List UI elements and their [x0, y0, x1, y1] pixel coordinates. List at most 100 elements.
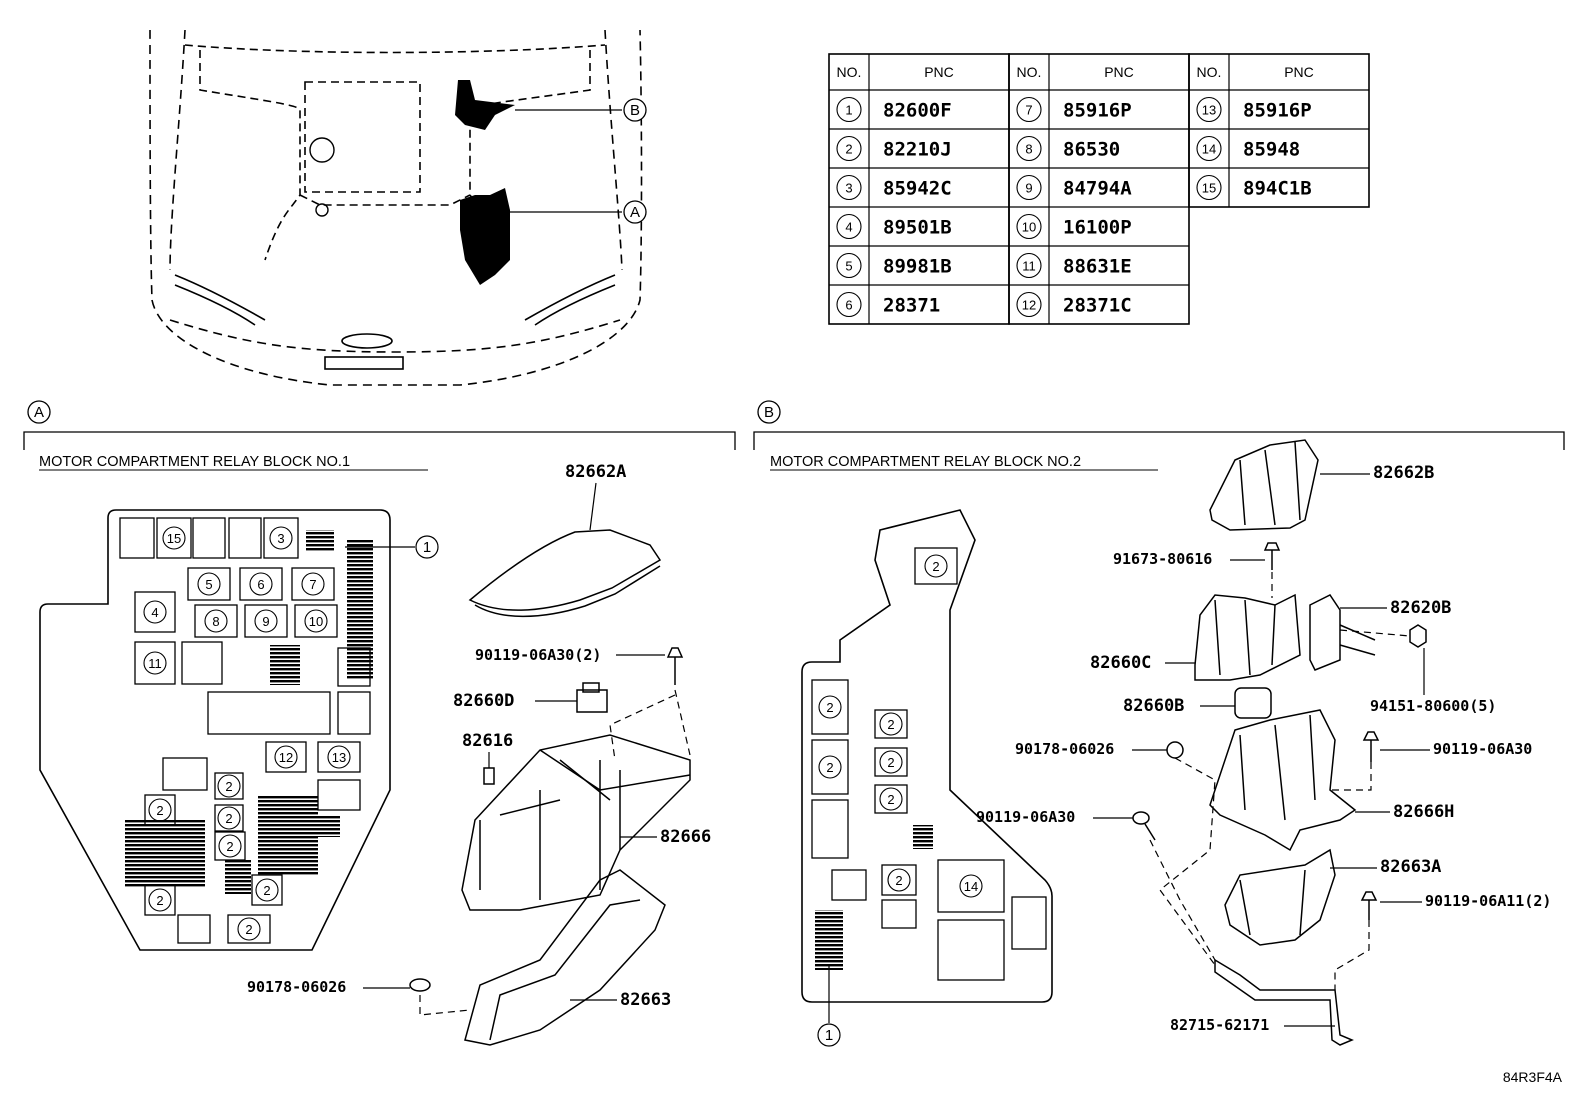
slot-number: 4	[151, 605, 158, 620]
relay-slot	[811, 739, 849, 795]
relay-slot	[144, 884, 176, 916]
stay-82715	[1214, 958, 1354, 1046]
relay-block-no1-layout	[39, 509, 391, 951]
relay-slot	[811, 679, 849, 735]
slot-number-circle	[249, 572, 273, 596]
relay-slot	[317, 741, 361, 773]
relay-slot	[177, 914, 211, 944]
part-82715-62171: 82715-62171	[1170, 1016, 1269, 1034]
table-no-circle	[1196, 174, 1222, 201]
slot-number-circle	[217, 806, 241, 830]
fuse-bank	[318, 815, 340, 837]
slot-number-circle	[879, 787, 903, 811]
relay-slot	[337, 691, 371, 735]
holder-82660b	[1234, 687, 1272, 719]
block-82666	[461, 734, 691, 911]
relay-slot	[207, 691, 331, 735]
section-a-bracket	[23, 431, 736, 450]
relay-slot	[251, 874, 283, 906]
overview-marker-b: B	[630, 102, 640, 119]
part-94151-80600-5: 94151-80600(5)	[1370, 697, 1496, 715]
relay-slot	[831, 869, 867, 901]
table-header-no: NO.	[837, 64, 862, 80]
table-cell-no: 1	[845, 103, 852, 118]
relay-82620b	[1309, 594, 1341, 671]
nut-icon	[409, 978, 431, 992]
table-cell-no: 5	[845, 259, 852, 274]
relay-slot	[192, 517, 226, 559]
part-90119-06a30-left: 90119-06A30	[976, 808, 1075, 826]
slot-number: 2	[826, 700, 833, 715]
table-no-circle	[1016, 252, 1042, 279]
slot-number-circle	[327, 745, 351, 769]
section-a-marker: A	[34, 404, 44, 421]
table-cell-no: 10	[1022, 220, 1036, 235]
slot-number-circle	[217, 774, 241, 798]
fuse-bank	[258, 795, 318, 875]
relay-slot	[181, 641, 223, 685]
table-header-pnc: PNC	[1284, 64, 1314, 80]
relay-slot	[811, 799, 849, 859]
table-cell-no: 8	[1025, 142, 1032, 157]
table-no-circle	[1016, 213, 1042, 240]
relay-slot	[214, 804, 244, 832]
relay-slot	[317, 779, 361, 811]
slot-number-circle	[143, 651, 167, 675]
part-90178-06026-a: 90178-06026	[247, 978, 346, 996]
part-82662b: 82662B	[1373, 463, 1434, 483]
fuse-82660d	[576, 689, 608, 713]
part-82660c: 82660C	[1090, 653, 1151, 673]
slot-number-circle	[818, 695, 842, 719]
table-no-circle	[1016, 174, 1042, 201]
section-a-parts	[409, 529, 691, 1046]
table-no-circle	[836, 174, 862, 201]
table-cell-pnc: 894C1B	[1243, 178, 1312, 200]
table-header-no: NO.	[1017, 64, 1042, 80]
slot-number-circle	[254, 609, 278, 633]
table-header-no: NO.	[1197, 64, 1222, 80]
relay-slot	[239, 567, 283, 601]
slot-number: 5	[205, 577, 212, 592]
slot-number: 15	[167, 531, 181, 546]
table-cell-pnc: 85948	[1243, 139, 1300, 161]
slot-number-circle	[879, 712, 903, 736]
car-overview	[149, 29, 643, 386]
relay-slot	[337, 647, 371, 687]
holder-82660c	[1194, 593, 1301, 681]
slot-number: 2	[887, 717, 894, 732]
part-90178-06026-b: 90178-06026	[1015, 740, 1114, 758]
slot-number: 2	[887, 792, 894, 807]
slot-number: 2	[156, 893, 163, 908]
part-82616: 82616	[462, 731, 513, 751]
table-cell-pnc: 89501B	[883, 217, 952, 239]
table-cell-pnc: 84794A	[1063, 178, 1132, 200]
slot-number: 8	[212, 614, 219, 629]
table-header-pnc: PNC	[1104, 64, 1134, 80]
table-no-circle	[836, 135, 862, 162]
part-82660d: 82660D	[453, 691, 514, 711]
fuse-bank	[913, 825, 933, 849]
slot-number-circle	[959, 874, 983, 898]
fuse-bank	[125, 820, 205, 888]
table-cell-pnc: 16100P	[1063, 217, 1132, 239]
table-cell-pnc: 85916P	[1243, 100, 1312, 122]
slot-number: 7	[309, 577, 316, 592]
bracket-82663a	[1224, 848, 1336, 946]
slot-number-circle	[818, 755, 842, 779]
table-cell-pnc: 82210J	[883, 139, 952, 161]
table-cell-pnc: 89981B	[883, 256, 952, 278]
slot-number: 2	[932, 559, 939, 574]
section-a-title: MOTOR COMPARTMENT RELAY BLOCK NO.1	[39, 454, 350, 470]
relay-slot	[134, 591, 176, 633]
cover-82662a	[468, 529, 662, 611]
table-no-circle	[1196, 96, 1222, 123]
relay-slot	[294, 604, 338, 638]
table-cell-no: 11	[1022, 259, 1036, 274]
slot-number: 13	[332, 750, 346, 765]
section-b-parts	[1132, 439, 1427, 1046]
slot-number: 3	[277, 531, 284, 546]
table-cell-no: 7	[1025, 103, 1032, 118]
table-cell-pnc: 82600F	[883, 100, 952, 122]
slot-number: 2	[887, 755, 894, 770]
